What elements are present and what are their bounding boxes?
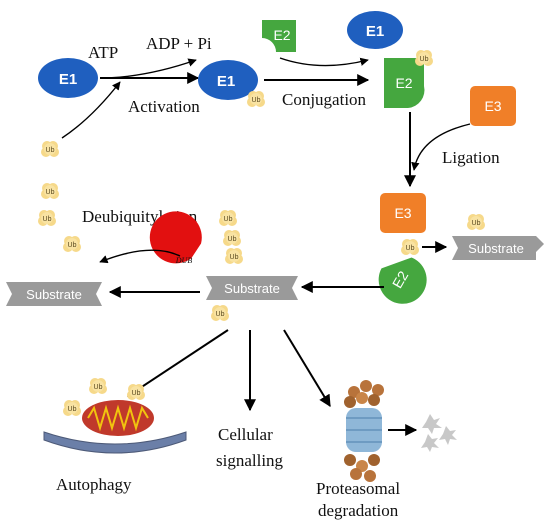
e1-label-released: E1 bbox=[366, 23, 384, 40]
e3-enzyme-bound bbox=[380, 193, 426, 233]
conjugation-label: Conjugation bbox=[282, 90, 367, 109]
e1-enzyme-released bbox=[347, 11, 403, 49]
proteasomal-label: Proteasomal bbox=[316, 479, 400, 498]
ligation-label: Ligation bbox=[442, 148, 500, 167]
substrate-center bbox=[206, 276, 298, 300]
e1-label-activated: E1 bbox=[217, 73, 235, 90]
e1-enzyme-initial bbox=[38, 58, 98, 98]
e3-label-free: E3 bbox=[484, 98, 501, 114]
ub-label-chain-2: Ub bbox=[228, 236, 237, 243]
ub-input-arrow bbox=[61, 81, 121, 139]
e1-enzyme-activated bbox=[198, 60, 258, 100]
ub-label-released-1: Ub bbox=[46, 189, 55, 196]
ub-label-mito-2: Ub bbox=[94, 384, 103, 391]
e2-label-free: E2 bbox=[273, 27, 290, 43]
e3-label-bound: E3 bbox=[394, 205, 411, 221]
dub-release-arrow bbox=[99, 249, 181, 264]
ub-label-chain-4: Ub bbox=[216, 311, 225, 318]
e3-enzyme-free bbox=[470, 86, 516, 126]
ub-label-mito-1: Ub bbox=[68, 406, 77, 413]
ub-label-released-3: Ub bbox=[68, 242, 77, 249]
ub-label-chain-3: Ub bbox=[230, 254, 239, 261]
e2-release-arrow bbox=[279, 57, 369, 67]
ub-label-transfer: Ub bbox=[406, 245, 415, 252]
e2-enzyme-bound bbox=[378, 257, 427, 304]
e2-label-loaded: E2 bbox=[395, 75, 412, 91]
substrate-left bbox=[6, 282, 102, 306]
cellular-label: Cellular bbox=[218, 425, 273, 444]
ub-label-released-2: Ub bbox=[43, 216, 52, 223]
peptide-fragments-icon bbox=[421, 414, 457, 452]
proteasome bbox=[344, 380, 384, 482]
proteasome-arrow bbox=[283, 329, 331, 408]
signalling-label: signalling bbox=[216, 451, 284, 470]
substrate-right bbox=[452, 236, 544, 260]
ub-label-chain-1: Ub bbox=[224, 216, 233, 223]
ub-label-on-substrate-right: Ub bbox=[472, 220, 481, 227]
substrate-label-center: Substrate bbox=[224, 281, 280, 296]
atp-label: ATP bbox=[88, 43, 118, 62]
e1-label-initial: E1 bbox=[59, 71, 77, 88]
ub-label-free-input: Ub bbox=[46, 147, 55, 154]
adp-release-arrow bbox=[107, 58, 197, 79]
dub-label: DUB bbox=[175, 256, 193, 265]
degradation-label: degradation bbox=[318, 501, 399, 520]
adp-pi-label: ADP + Pi bbox=[146, 34, 212, 53]
substrate-label-left: Substrate bbox=[26, 287, 82, 302]
e2-label-bound: E2 bbox=[389, 268, 412, 291]
ub-label-on-e1: Ub bbox=[252, 97, 261, 104]
e2-enzyme-free bbox=[262, 20, 296, 52]
mitochondrion-cristae bbox=[87, 404, 149, 432]
ub-label-on-e2: Ub bbox=[420, 56, 429, 63]
autophagy-label: Autophagy bbox=[56, 475, 132, 494]
phagophore-membrane bbox=[43, 431, 187, 454]
autophagy-arrow bbox=[126, 329, 229, 397]
ub-label-mito-3: Ub bbox=[132, 390, 141, 397]
activation-label: Activation bbox=[128, 97, 200, 116]
e3-join-arrow bbox=[411, 123, 471, 171]
e2-enzyme-loaded bbox=[384, 58, 425, 108]
substrate-label-right: Substrate bbox=[468, 241, 524, 256]
